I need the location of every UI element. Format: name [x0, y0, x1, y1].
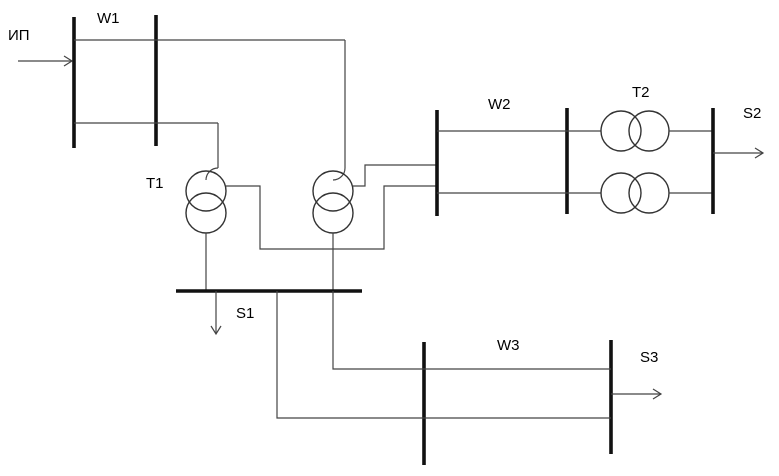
label-w1: W1 — [97, 10, 120, 27]
t2-upper-primary-coil — [600, 110, 642, 152]
transformer-t1-left — [185, 167, 227, 234]
t1-right-primary-coil — [312, 170, 354, 212]
label-source: ИП — [8, 27, 30, 44]
s1-load-arrow — [210, 291, 222, 336]
t1-left-primary-coil — [185, 170, 227, 212]
label-w2: W2 — [488, 96, 511, 113]
label-s3: S3 — [640, 349, 658, 366]
source-input-arrow — [18, 55, 74, 67]
t1-to-w2-link-upper — [353, 164, 437, 187]
t1-right-lead — [332, 167, 346, 181]
t2-lower-primary-coil — [600, 172, 642, 214]
w3-conductor-top — [332, 291, 611, 370]
s2-load-arrow — [713, 147, 765, 159]
t2-upper-secondary-coil — [628, 110, 670, 152]
transformer-t2-lower — [600, 172, 713, 214]
t1-to-w2-link-lower — [226, 185, 437, 250]
w3-conductor-bottom — [276, 291, 611, 419]
label-s2: S2 — [743, 105, 761, 122]
transformer-t1-right — [312, 167, 354, 234]
t2-lower-secondary-coil — [628, 172, 670, 214]
line-w1 — [72, 15, 345, 148]
line-w3 — [276, 291, 613, 465]
line-w2 — [435, 108, 601, 216]
t1-right-secondary-coil — [312, 192, 354, 234]
label-w3: W3 — [497, 337, 520, 354]
t1-left-secondary-coil — [185, 192, 227, 234]
s3-load-arrow — [611, 388, 663, 400]
label-t2: T2 — [632, 84, 650, 101]
transformer-t2-upper — [600, 110, 713, 152]
label-s1: S1 — [236, 305, 254, 322]
label-t1: T1 — [146, 175, 164, 192]
